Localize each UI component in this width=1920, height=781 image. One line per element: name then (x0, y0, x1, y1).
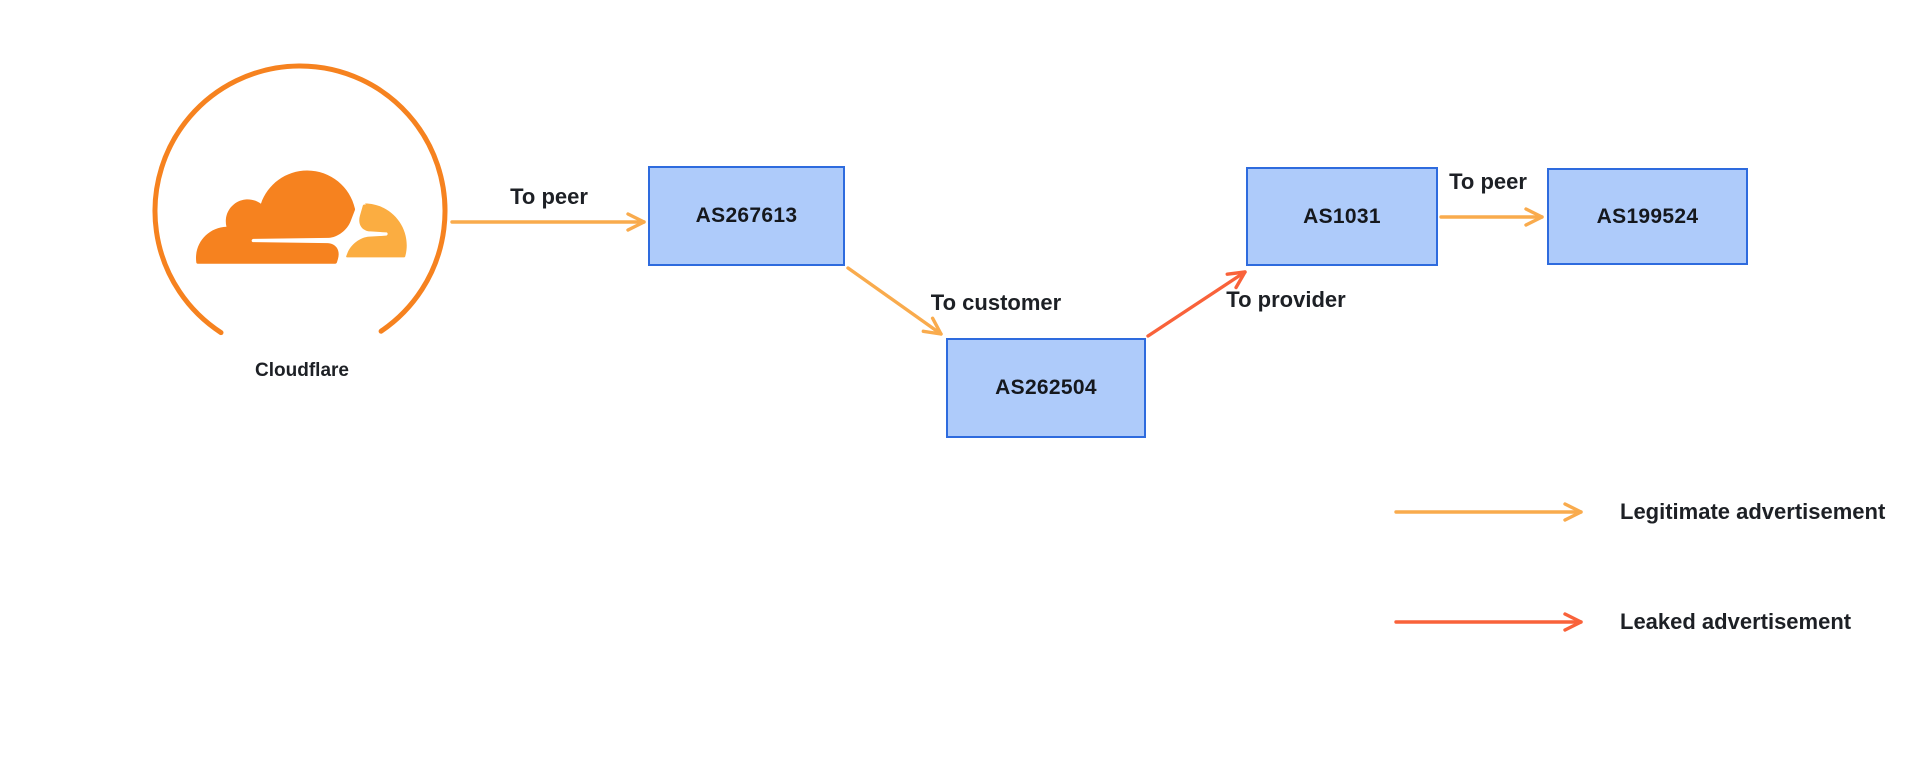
edge-label-to-provider: To provider (1226, 287, 1346, 312)
edge-label-to-peer-2: To peer (1449, 169, 1527, 194)
node-as267613-label: AS267613 (695, 204, 798, 227)
node-as267613: AS267613 (648, 166, 845, 266)
legend-leaked-label: Leaked advertisement (1620, 609, 1852, 634)
node-as1031-label: AS1031 (1303, 204, 1381, 228)
cloudflare-logo-icon (152, 63, 448, 336)
node-as199524-label: AS199524 (1596, 204, 1699, 228)
node-as262504: AS262504 (946, 338, 1146, 438)
node-as1031: AS1031 (1246, 167, 1438, 266)
legend-legitimate-label: Legitimate advertisement (1620, 499, 1886, 524)
cloudflare-label: Cloudflare (255, 360, 349, 381)
arrow-as267613-to-as262504 (846, 266, 943, 336)
edge-label-to-peer-1: To peer (510, 184, 588, 209)
edge-label-to-customer: To customer (930, 290, 1062, 315)
node-as199524: AS199524 (1547, 168, 1748, 265)
arrow-as262504-to-as1031-leaked (1146, 270, 1247, 338)
node-as262504-label: AS262504 (995, 376, 1097, 399)
